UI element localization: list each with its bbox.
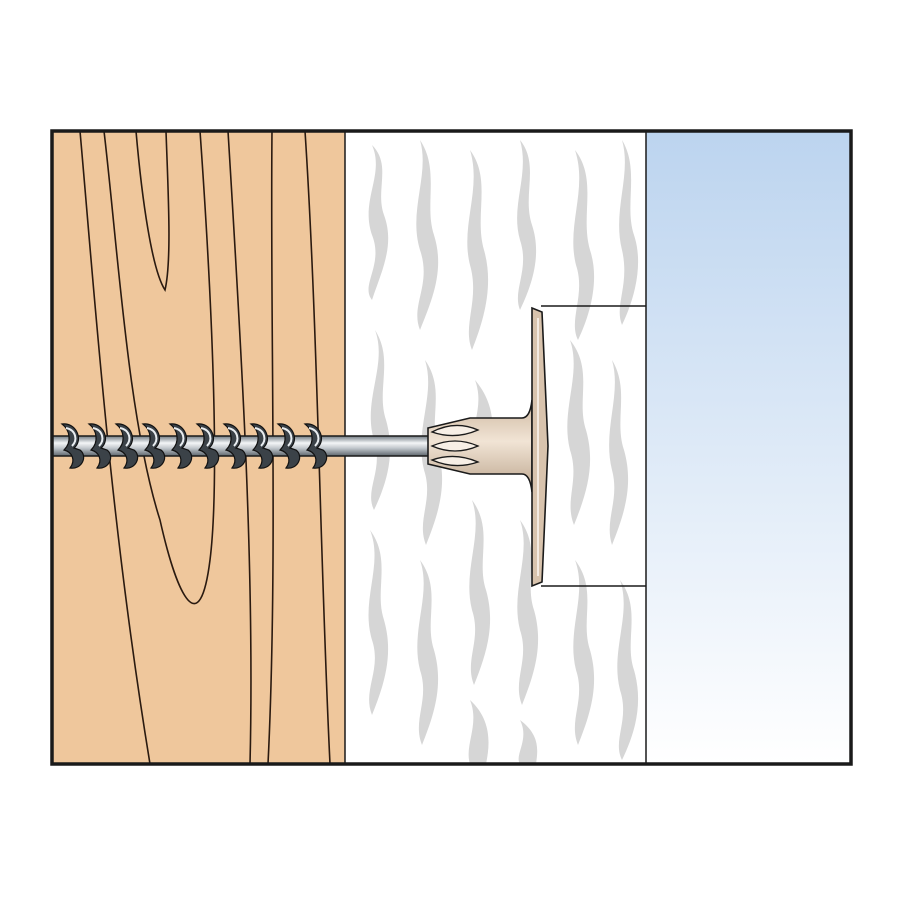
thread-highlight bbox=[227, 427, 239, 447]
insulation-anchor bbox=[427, 306, 549, 588]
thread-highlight bbox=[92, 427, 104, 447]
thread-highlight bbox=[146, 427, 158, 447]
insulation-pattern bbox=[368, 140, 639, 764]
insulation-layer bbox=[345, 131, 646, 764]
thread-highlight bbox=[65, 427, 77, 447]
thread-highlight bbox=[308, 427, 320, 447]
render-layer bbox=[646, 131, 851, 764]
thread-highlight bbox=[119, 427, 131, 447]
screw-threads bbox=[60, 423, 328, 469]
thread-highlight bbox=[281, 427, 293, 447]
thread-highlight bbox=[173, 427, 185, 447]
recess-outline bbox=[541, 305, 646, 587]
thread-highlight bbox=[254, 427, 266, 447]
anchor-plate bbox=[531, 306, 549, 588]
anchor-ribs bbox=[430, 424, 480, 467]
diagram-frame bbox=[50, 129, 853, 766]
thread-highlight bbox=[200, 427, 212, 447]
